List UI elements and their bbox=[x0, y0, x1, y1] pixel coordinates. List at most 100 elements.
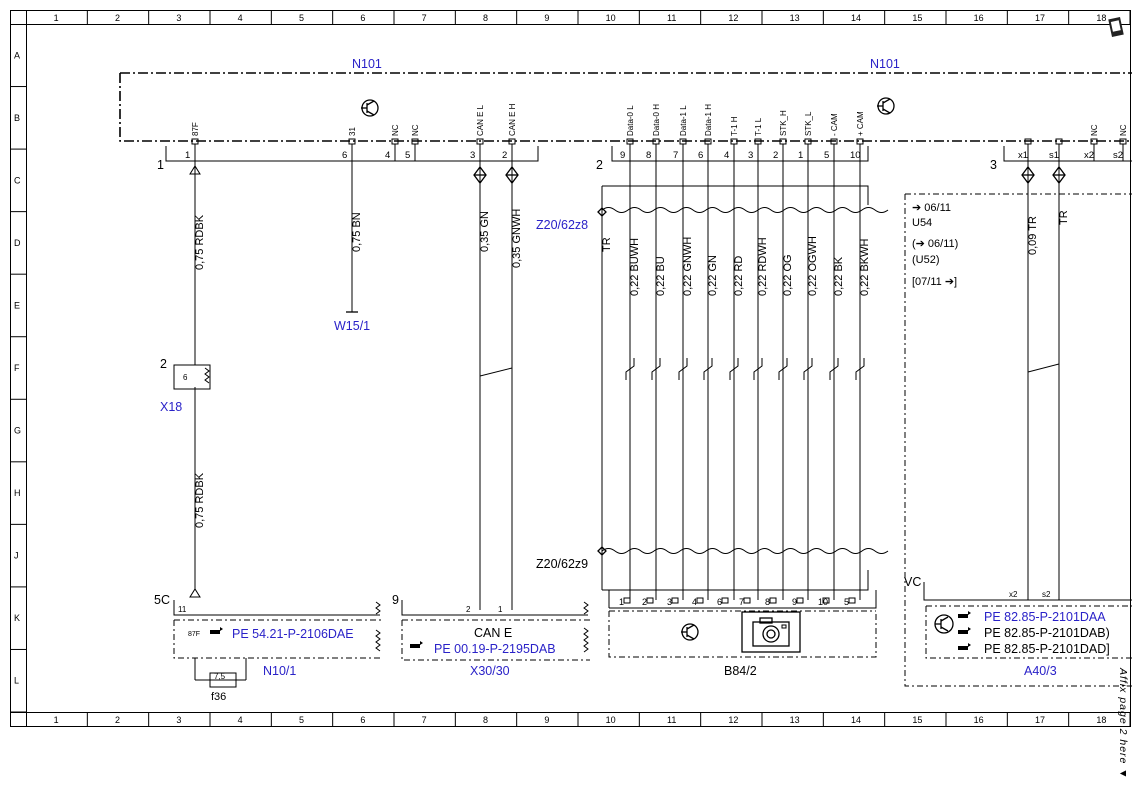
column-number: 18 bbox=[1096, 13, 1106, 23]
svg-text:10: 10 bbox=[818, 597, 828, 607]
svg-text:x1: x1 bbox=[1018, 150, 1028, 161]
column-number: 3 bbox=[176, 13, 181, 23]
svg-text:Data-1 L: Data-1 L bbox=[679, 105, 688, 136]
a40-connector-icon bbox=[1021, 165, 1066, 185]
svg-text:0,09 TR: 0,09 TR bbox=[1027, 216, 1039, 255]
column-number: 4 bbox=[238, 13, 243, 23]
can-connector-icon bbox=[473, 165, 519, 185]
svg-text:1: 1 bbox=[185, 150, 190, 161]
x30-30-unit: 9 2 1 CAN E PE 00.19-P-2195DAB X30/30 bbox=[392, 593, 590, 678]
svg-text:0,75 BN: 0,75 BN bbox=[351, 212, 363, 252]
column-number: 9 bbox=[544, 715, 549, 725]
svg-text:f36: f36 bbox=[211, 691, 226, 703]
svg-text:0,22 BKWH: 0,22 BKWH bbox=[859, 238, 871, 296]
svg-text:6: 6 bbox=[698, 150, 703, 161]
svg-text:TR: TR bbox=[601, 237, 613, 252]
mid-wire: 0,22 RD6 bbox=[717, 161, 745, 607]
pin-87f: 87F 1 bbox=[185, 122, 200, 161]
a40-ref-2[interactable]: PE 82.85-P-2101DAB) bbox=[984, 626, 1110, 640]
n10-1-unit: 5C 11 87F PE 54.21-P-2106DAE N10/1 bbox=[154, 593, 382, 678]
svg-text:7: 7 bbox=[739, 597, 744, 607]
svg-text:9: 9 bbox=[392, 593, 399, 607]
svg-text:11: 11 bbox=[178, 605, 187, 614]
pin-s1: s1 bbox=[1049, 138, 1063, 161]
a40-3-unit: VC x2 s2 PE 82.85-P-2101DAA PE 82.85-P-2… bbox=[904, 575, 1132, 678]
svg-text:0,22 GN: 0,22 GN bbox=[707, 255, 719, 296]
mid-wire: 0,22 OG8 bbox=[765, 161, 794, 607]
svg-text:5C: 5C bbox=[154, 593, 170, 607]
svg-text:2: 2 bbox=[466, 605, 471, 614]
svg-text:0,22 BK: 0,22 BK bbox=[833, 256, 845, 296]
svg-text:s2: s2 bbox=[1113, 150, 1123, 161]
a40-ref-1[interactable]: PE 82.85-P-2101DAA bbox=[984, 610, 1106, 624]
svg-text:T-1 H: T-1 H bbox=[730, 116, 739, 136]
b84-2-unit: B84/2 bbox=[608, 590, 877, 678]
svg-text:- CAM: - CAM bbox=[830, 113, 839, 136]
column-number: 17 bbox=[1035, 715, 1045, 725]
svg-text:s1: s1 bbox=[1049, 150, 1059, 161]
svg-text:CAN E: CAN E bbox=[474, 626, 512, 640]
row-letter: A bbox=[14, 50, 20, 60]
affix-note: Affix page 2 here ▼ bbox=[1117, 667, 1129, 780]
row-letter: D bbox=[14, 238, 21, 248]
pin-data-1-l: Data-1 L7 bbox=[673, 105, 688, 161]
row-letter: G bbox=[14, 426, 21, 436]
n101-label-left: N101 bbox=[352, 57, 382, 71]
column-number: 8 bbox=[483, 13, 488, 23]
row-letter: E bbox=[14, 300, 20, 310]
column-number: 8 bbox=[483, 715, 488, 725]
column-number: 2 bbox=[115, 715, 120, 725]
n10-ref-link[interactable]: PE 54.21-P-2106DAE bbox=[232, 627, 354, 641]
svg-text:VC: VC bbox=[904, 575, 921, 589]
svg-text:2: 2 bbox=[596, 158, 603, 172]
svg-text:CAN E H: CAN E H bbox=[508, 103, 517, 136]
w15-1-label: W15/1 bbox=[334, 319, 370, 333]
row-letter: B bbox=[14, 113, 20, 123]
svg-text:T-1 L: T-1 L bbox=[754, 117, 763, 136]
x30-ref-link[interactable]: PE 00.19-P-2195DAB bbox=[434, 642, 556, 656]
svg-text:7,5: 7,5 bbox=[214, 672, 226, 681]
n10-1-label: N10/1 bbox=[263, 664, 296, 678]
svg-text:[07/11 ➔]: [07/11 ➔] bbox=[912, 276, 957, 288]
svg-text:6: 6 bbox=[183, 373, 188, 382]
svg-text:0,75 RDBK: 0,75 RDBK bbox=[194, 472, 206, 528]
reference-hand-icon bbox=[958, 611, 971, 650]
column-number: 1 bbox=[54, 715, 59, 725]
wire-can-e: 0,35 GN 0,35 GNWH bbox=[473, 161, 523, 610]
column-number: 11 bbox=[667, 13, 676, 23]
svg-text:87F: 87F bbox=[191, 122, 200, 136]
connector-3: 3 bbox=[990, 146, 1132, 172]
pin-nc: NC5 bbox=[405, 124, 420, 161]
svg-text:6: 6 bbox=[342, 150, 347, 161]
column-number: 16 bbox=[974, 13, 984, 23]
pin-t-1-l: T-1 L3 bbox=[748, 117, 763, 161]
column-number: 5 bbox=[299, 715, 304, 725]
row-letter: H bbox=[14, 488, 21, 498]
svg-text:NC: NC bbox=[1090, 124, 1099, 136]
transistor-icon bbox=[361, 99, 379, 117]
column-number: 10 bbox=[606, 715, 616, 725]
svg-text:(➔ 06/11): (➔ 06/11) bbox=[912, 238, 958, 250]
svg-text:NC: NC bbox=[411, 124, 420, 136]
x18-label: X18 bbox=[160, 400, 182, 414]
svg-text:➔ 06/11: ➔ 06/11 bbox=[912, 202, 951, 214]
svg-text:31: 31 bbox=[348, 127, 357, 136]
reference-hand-icon bbox=[410, 641, 423, 648]
svg-text:NC: NC bbox=[1119, 124, 1128, 136]
x30-30-label: X30/30 bbox=[470, 664, 510, 678]
column-number: 6 bbox=[360, 13, 365, 23]
pin-31: 31 6 bbox=[342, 127, 357, 161]
column-number: 1 bbox=[54, 13, 59, 23]
a40-ref-3[interactable]: PE 82.85-P-2101DAD] bbox=[984, 642, 1110, 656]
svg-text:3: 3 bbox=[470, 150, 475, 161]
svg-text:4: 4 bbox=[385, 150, 390, 161]
pin-data-0-l: Data-0 L9 bbox=[620, 105, 635, 161]
column-number: 14 bbox=[851, 13, 861, 23]
